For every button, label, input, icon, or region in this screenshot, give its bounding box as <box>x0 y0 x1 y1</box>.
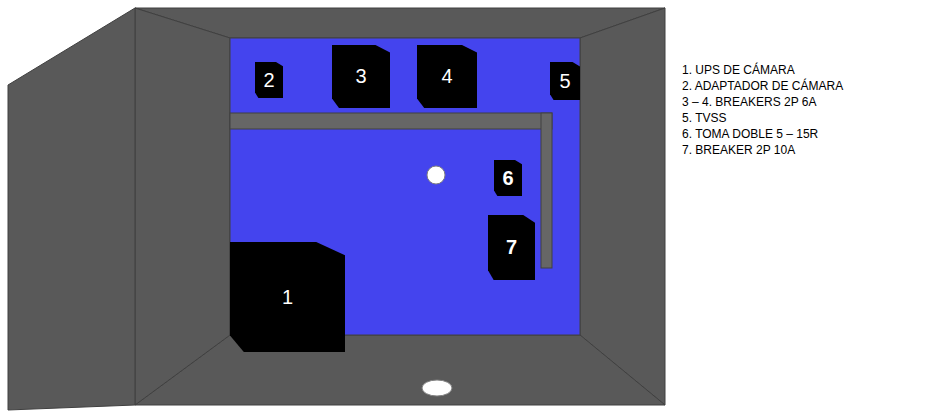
tvss-block: 5 <box>550 62 580 100</box>
callout-number: 5 <box>559 70 570 93</box>
part-label: 7. BREAKER 2P 10A <box>682 142 843 158</box>
breaker-block: 7 <box>488 215 535 280</box>
ups-block: 1 <box>230 242 345 352</box>
part-label: 6. TOMA DOBLE 5 – 15R <box>682 126 843 142</box>
part-label: 5. TVSS <box>682 110 843 126</box>
callout-number: 4 <box>441 65 452 88</box>
part-label: 2. ADAPTADOR DE CÁMARA <box>682 78 843 94</box>
breaker-block: 3 <box>332 45 390 108</box>
parts-list: 1. UPS DE CÁMARA2. ADAPTADOR DE CÁMARA3 … <box>682 62 843 158</box>
callout-number: 3 <box>355 65 366 88</box>
callout-number: 7 <box>506 236 517 259</box>
camera-adapter: 2 <box>255 62 283 98</box>
part-label: 1. UPS DE CÁMARA <box>682 62 843 78</box>
callout-number: 6 <box>502 167 513 190</box>
outlet-block: 6 <box>494 160 522 196</box>
callout-number: 1 <box>282 286 293 309</box>
part-label: 3 – 4. BREAKERS 2P 6A <box>682 94 843 110</box>
breaker-block: 4 <box>417 45 477 108</box>
callout-number: 2 <box>263 69 274 92</box>
